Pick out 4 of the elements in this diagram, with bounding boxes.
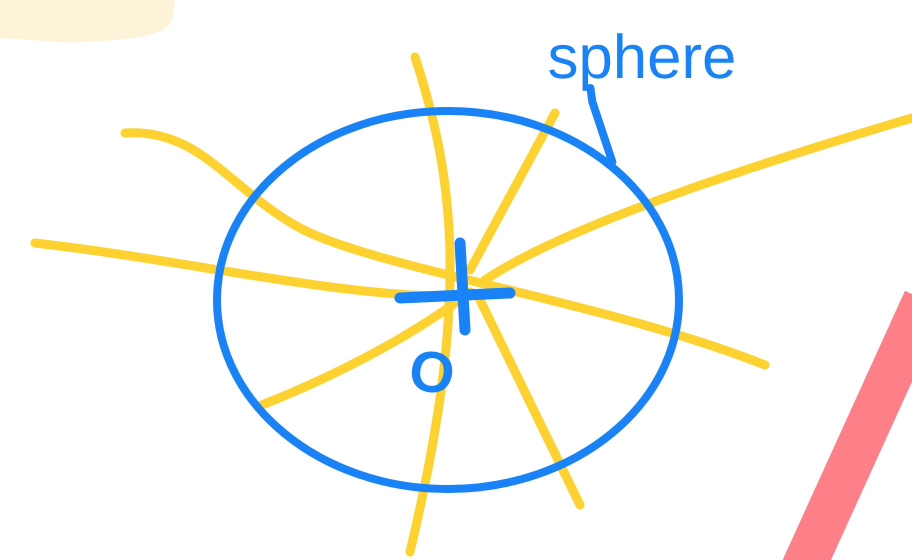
sphere-outline bbox=[213, 107, 683, 493]
leader-line bbox=[586, 84, 616, 166]
point-label: O bbox=[412, 351, 452, 392]
sphere-label: sphere bbox=[549, 33, 734, 91]
